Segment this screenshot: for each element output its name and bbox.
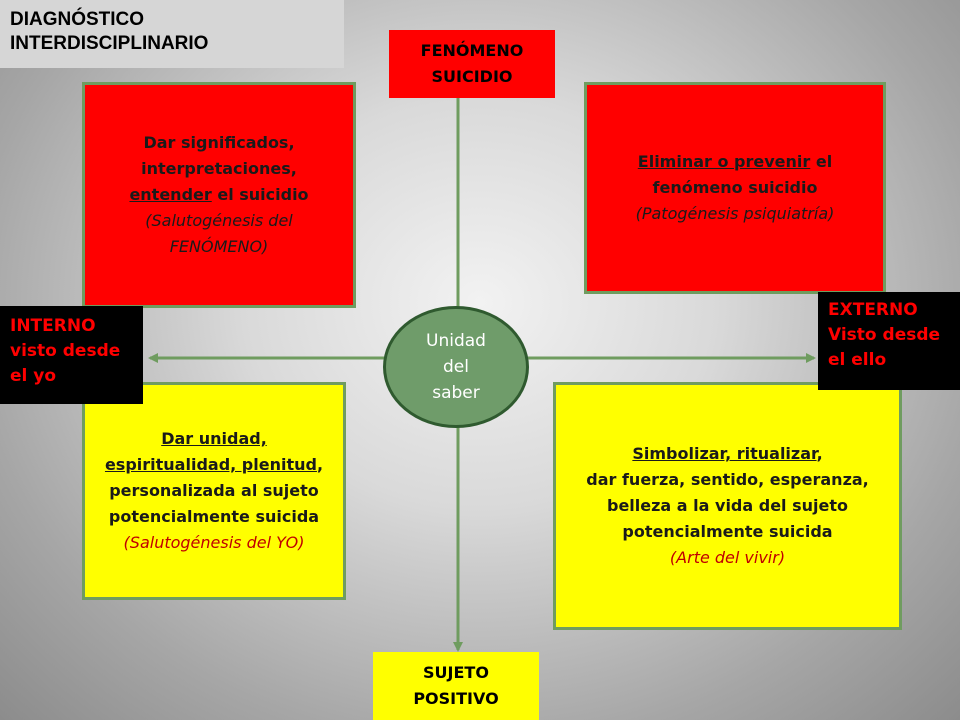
axis-top-line-2: SUICIDIO bbox=[431, 67, 513, 86]
q-tr-line-1-rest: el bbox=[810, 152, 833, 171]
axis-left-line-1: INTERNO bbox=[10, 316, 96, 336]
q-bl-line-2: espiritualidad, plenitud, bbox=[105, 452, 323, 478]
title-line-1: DIAGNÓSTICO bbox=[10, 9, 145, 30]
quadrant-bottom-left: Dar unidad, espiritualidad, plenitud, pe… bbox=[82, 382, 346, 600]
axis-left-line-3: el yo bbox=[10, 366, 57, 386]
q-br-line-1: Simbolizar, ritualizar, bbox=[632, 441, 822, 467]
q-tr-line-1: Eliminar o prevenir el bbox=[638, 149, 832, 175]
q-tl-line-3-rest: el suicidio bbox=[211, 185, 309, 204]
quadrant-top-left: Dar significados, interpretaciones, ente… bbox=[82, 82, 356, 308]
q-bl-line-3: personalizada al sujeto bbox=[109, 481, 319, 500]
q-br-line-5: (Arte del vivir) bbox=[669, 548, 786, 567]
q-br-line-4: potencialmente suicida bbox=[622, 522, 833, 541]
axis-right-line-3: el ello bbox=[828, 350, 887, 370]
q-br-line-1-rest: , bbox=[816, 444, 823, 463]
q-tl-line-4: (Salutogénesis del bbox=[145, 211, 293, 230]
q-tl-underlined: entender bbox=[129, 185, 212, 204]
axis-left-label: INTERNO visto desde el yo bbox=[0, 306, 143, 404]
q-br-line-2: dar fuerza, sentido, esperanza, bbox=[586, 470, 869, 489]
center-line-2: del bbox=[443, 357, 469, 377]
q-tl-line-3: entender el suicidio bbox=[129, 182, 308, 208]
quadrant-bottom-right: Simbolizar, ritualizar, dar fuerza, sent… bbox=[553, 382, 902, 630]
q-bl-line-4: potencialmente suicida bbox=[108, 507, 320, 526]
center-ellipse: Unidad del saber bbox=[383, 306, 529, 428]
axis-bottom-label: SUJETO POSITIVO bbox=[373, 652, 539, 720]
axis-left-line-2: visto desde bbox=[10, 341, 121, 361]
axis-right-line-1: EXTERNO bbox=[828, 300, 918, 320]
axis-right-line-2: Visto desde bbox=[828, 325, 941, 345]
q-bl-line-2-rest: , bbox=[316, 455, 324, 474]
q-tr-line-2: fenómeno suicidio bbox=[652, 178, 818, 197]
title-line-2: INTERDISCIPLINARIO bbox=[10, 33, 209, 54]
q-bl-line-5: (Salutogénesis del YO) bbox=[123, 533, 305, 552]
axis-bottom-line-1: SUJETO bbox=[423, 663, 489, 682]
q-tl-line-1: Dar significados, bbox=[143, 133, 295, 152]
axis-top-line-1: FENÓMENO bbox=[420, 41, 524, 60]
q-tr-line-3: (Patogénesis psiquiatría) bbox=[635, 204, 835, 223]
q-tr-underlined: Eliminar o prevenir bbox=[637, 152, 811, 171]
q-br-underlined: Simbolizar, ritualizar bbox=[632, 444, 817, 463]
diagram-title: DIAGNÓSTICO INTERDISCIPLINARIO bbox=[0, 0, 344, 68]
axis-right-label: EXTERNO Visto desde el ello bbox=[818, 292, 960, 390]
q-br-line-3: belleza a la vida del sujeto bbox=[606, 496, 848, 515]
q-bl-underlined: espiritualidad, plenitud bbox=[104, 455, 317, 474]
center-line-3: saber bbox=[432, 383, 480, 403]
q-tl-line-5: FENÓMENO) bbox=[169, 237, 269, 256]
q-tl-line-2: interpretaciones, bbox=[141, 159, 297, 178]
axis-top-label: FENÓMENO SUICIDIO bbox=[389, 30, 555, 98]
axis-bottom-line-2: POSITIVO bbox=[413, 689, 499, 708]
q-bl-line-1: Dar unidad, bbox=[161, 429, 267, 448]
quadrant-top-right: Eliminar o prevenir el fenómeno suicidio… bbox=[584, 82, 886, 294]
center-line-1: Unidad bbox=[426, 331, 486, 351]
